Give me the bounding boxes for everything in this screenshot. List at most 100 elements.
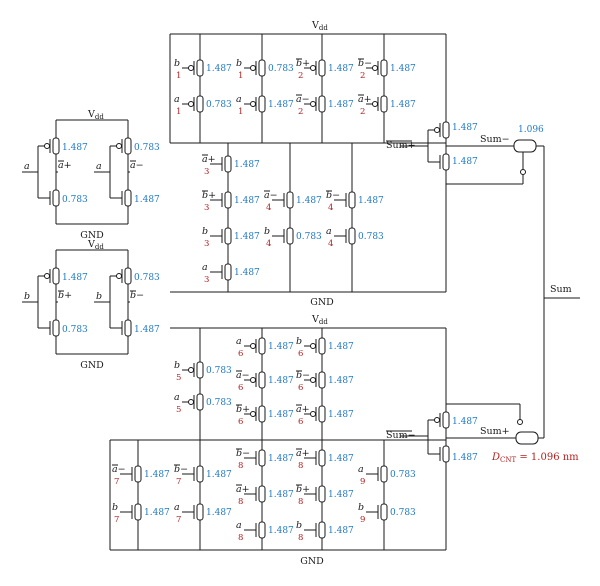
top-row2-4-value: 1.487 <box>390 100 416 110</box>
top-row1-4-gate-label: b− <box>358 58 372 69</box>
bottom-n_col7a-2-sub: 7 <box>114 515 119 525</box>
bottom-n_col7b-nmos-1 <box>182 462 204 486</box>
b-input-label: b <box>24 291 30 302</box>
b2-output-label: b− <box>130 290 144 301</box>
bottom-n_col7a-nmos-1 <box>120 462 142 486</box>
bottom-n_col9-1-gate-label: a <box>358 464 364 475</box>
bottom-p_col6a-3-sub: 6 <box>238 417 243 427</box>
top-n_col3-3-value: 1.487 <box>234 232 260 242</box>
bottom-n_col8a-1-sub: 8 <box>238 461 243 471</box>
bottom-n_col9-nmos-1 <box>366 462 388 486</box>
bottom-n_col8b-1-value: 1.487 <box>328 454 354 464</box>
bot-gnd-label: GND <box>300 556 324 567</box>
top-n_col3-3-gate-label: b <box>202 226 208 237</box>
top-row2-1-gate-label: a <box>174 94 180 105</box>
b2-input-label: b <box>96 291 102 302</box>
top-row2-pmos-3 <box>304 92 326 116</box>
top-row1-1-value: 1.487 <box>206 64 232 74</box>
bottom-n_col8a-2-sub: 8 <box>238 497 243 507</box>
bottom-n_col7a-2-value: 1.487 <box>144 508 170 518</box>
top-row1-1-gate-label: b <box>174 58 180 69</box>
bottom-n_col8a-3-gate-label: a <box>236 520 242 531</box>
top-n_col3-4-sub: 3 <box>204 275 209 285</box>
top-n_col4a-1-value: 1.487 <box>296 196 322 206</box>
bottom-n_col7b-2-sub: 7 <box>176 515 181 525</box>
top-row1-3-value: 1.487 <box>328 64 354 74</box>
top-n_col3-4-gate-label: a <box>202 262 208 273</box>
top-gnd-label: GND <box>310 297 334 308</box>
top-n_col3-nmos-2 <box>210 188 232 212</box>
bottom-n_col8b-3-value: 1.487 <box>328 526 354 536</box>
bottom-p_col6a-pmos-1 <box>244 334 266 358</box>
bottom-p_col5-2-value: 0.783 <box>206 398 232 408</box>
b2-pmos <box>110 264 132 288</box>
bottom-p_col6a-3-gate-label: b+ <box>236 404 250 415</box>
top-sum-minus-label: Sum− <box>480 134 510 145</box>
bottom-p_col6b-2-value: 1.487 <box>328 376 354 386</box>
top-n_col4b-nmos-2 <box>334 224 356 248</box>
bottom-p_col6a-2-gate-label: a− <box>236 370 250 381</box>
top-n_col4a-nmos-1 <box>272 188 294 212</box>
bottom-p_col6b-1-sub: 6 <box>298 349 303 359</box>
top-out-pmos <box>428 118 450 142</box>
top-n_col4a-2-gate-label: b <box>264 226 270 237</box>
top-n_col4b-1-sub: 4 <box>328 203 333 213</box>
top-n_col3-1-gate-label: a+ <box>202 154 216 165</box>
bot-sumbar-label: Sum− <box>386 430 416 441</box>
top-n_col3-1-sub: 3 <box>204 167 209 177</box>
bottom-n_col7b-1-value: 1.487 <box>206 470 232 480</box>
top-n_col4b-nmos-1 <box>334 188 356 212</box>
bottom-n_col8b-2-gate-label: b+ <box>296 484 310 495</box>
top-row2-1-value: 0.783 <box>206 100 232 110</box>
bot-vdd-label: Vdd <box>311 314 328 326</box>
bottom-n_col8b-nmos-3 <box>304 518 326 542</box>
top-n_col4a-nmos-2 <box>272 224 294 248</box>
bottom-n_col7a-1-gate-label: a− <box>112 464 126 475</box>
top-n_col3-nmos-4 <box>210 260 232 284</box>
bottom-p_col5-2-sub: 5 <box>176 405 181 415</box>
bottom-n_col8a-nmos-3 <box>244 518 266 542</box>
top-n_col4a-2-value: 0.783 <box>296 232 322 242</box>
node <box>517 419 523 425</box>
bottom-n_col8b-1-sub: 8 <box>298 461 303 471</box>
top-row1-pmos-2 <box>244 56 266 80</box>
bottom-n_col8a-1-value: 1.487 <box>268 454 294 464</box>
bottom-n_col8b-2-sub: 8 <box>298 497 303 507</box>
bottom-n_col8b-3-sub: 8 <box>298 533 303 543</box>
top-row1-1-sub: 1 <box>176 71 181 81</box>
bottom-p_col5-pmos-2 <box>182 390 204 414</box>
top-cnt-wire <box>513 139 537 153</box>
top-n_col3-nmos-1 <box>210 152 232 176</box>
vdd-label: Vdd <box>87 109 104 121</box>
b-output-label: b+ <box>58 290 72 301</box>
top-n_col3-2-value: 1.487 <box>234 196 260 206</box>
a-output-label: a+ <box>58 160 72 171</box>
bottom-p_col6b-1-gate-label: b <box>296 336 302 347</box>
top-n_col4a-2-sub: 4 <box>266 239 271 249</box>
top-row2-2-value: 1.487 <box>268 100 294 110</box>
bottom-n_col7b-1-gate-label: b− <box>174 464 188 475</box>
a2-nmos <box>110 186 132 210</box>
top-row1-4-value: 1.487 <box>390 64 416 74</box>
a2-nmos-value: 1.487 <box>134 195 160 205</box>
top-row1-4-sub: 2 <box>360 71 365 81</box>
top-row1-2-gate-label: b <box>236 58 242 69</box>
bottom-n_col9-2-value: 0.783 <box>390 508 416 518</box>
bot-out-nmos-value: 1.487 <box>452 453 478 463</box>
top-row2-4-gate-label: a+ <box>358 94 372 105</box>
bottom-n_col9-nmos-2 <box>366 500 388 524</box>
bottom-p_col6a-pmos-3 <box>244 402 266 426</box>
top-row2-2-gate-label: a <box>236 94 242 105</box>
bottom-n_col8b-nmos-1 <box>304 446 326 470</box>
bottom-p_col5-1-gate-label: b <box>174 360 180 371</box>
top-vdd-label: Vdd <box>311 20 328 32</box>
a-pmos-value: 1.487 <box>62 143 88 153</box>
b-nmos-value: 0.783 <box>62 325 88 335</box>
b-nmos <box>38 316 60 340</box>
top-n_col4b-1-value: 1.487 <box>358 196 384 206</box>
a-nmos-value: 0.783 <box>62 195 88 205</box>
top-cnt-length: 1.096 <box>518 125 544 135</box>
bottom-p_col6a-3-value: 1.487 <box>268 410 294 420</box>
bottom-n_col7b-nmos-2 <box>182 500 204 524</box>
gnd-label: GND <box>80 360 104 371</box>
